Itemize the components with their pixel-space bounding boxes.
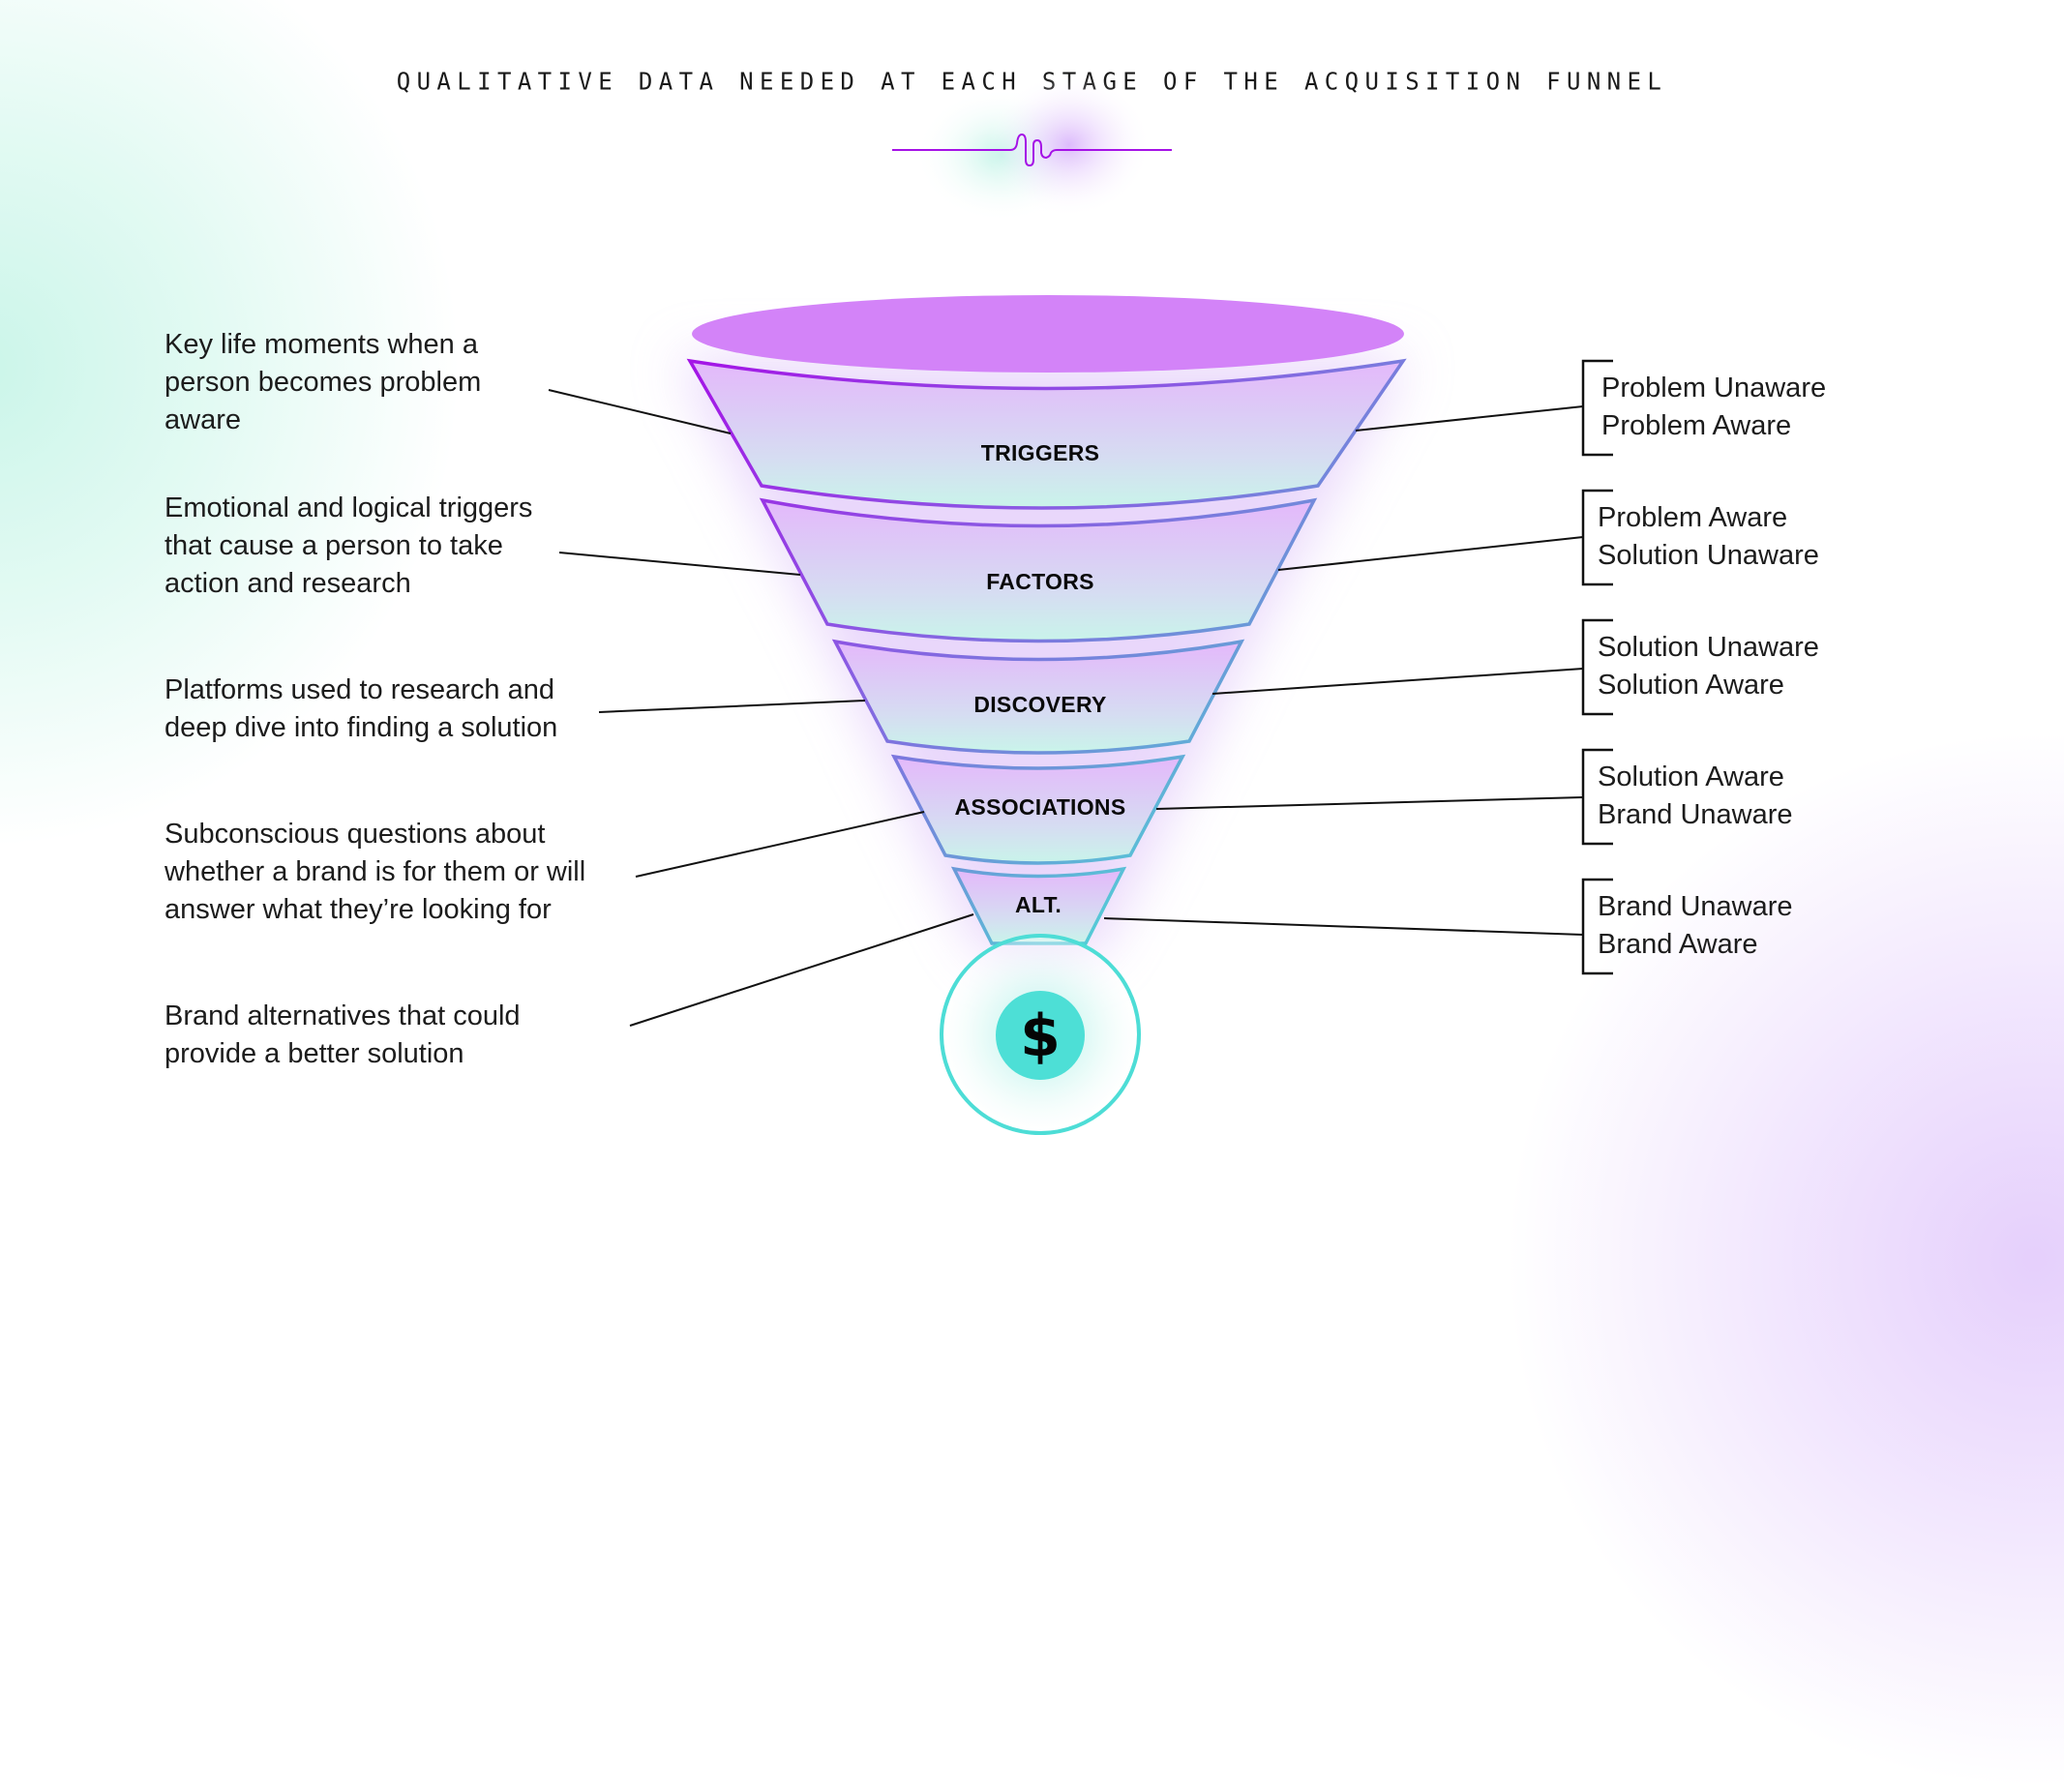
funnel-diagram: TRIGGERS FACTORS DISCOVERY ASSOCIATIONS … [548,73,1613,1135]
stage-label-associations: ASSOCIATIONS [955,794,1126,820]
awareness-from: Solution Unaware [1598,632,1819,663]
connector-left-discovery [598,700,866,713]
awareness-to: Problem Aware [1601,410,1792,441]
connector-right-alt [1103,917,1584,936]
description-triggers: Key life moments when a person becomes p… [165,329,482,435]
awareness-discovery: Solution Unaware Solution Aware [1598,629,1888,704]
awareness-from: Solution Aware [1598,762,1784,792]
stage-label-discovery: DISCOVERY [973,692,1106,717]
connector-left-associations [635,811,925,878]
connector-right-factors [1277,536,1584,571]
squiggle-divider [892,133,1172,167]
awareness-to: Solution Aware [1598,670,1784,701]
awareness-to: Brand Unaware [1598,799,1793,830]
awareness-to: Brand Aware [1598,929,1758,960]
outcome-coin[interactable] [996,991,1085,1080]
awareness-from: Brand Unaware [1598,891,1793,922]
bracket-factors [1581,489,1613,586]
bracket-alt [1581,878,1613,975]
awareness-to: Solution Unaware [1598,540,1819,571]
bracket-triggers [1581,359,1613,457]
awareness-from: Problem Aware [1598,502,1788,533]
connector-left-triggers [548,389,732,434]
dollar-icon: $ [1020,1002,1061,1070]
stage-label-factors: FACTORS [986,569,1094,594]
awareness-factors: Problem Aware Solution Unaware [1598,499,1888,575]
awareness-alt: Brand Unaware Brand Aware [1598,888,1888,964]
stage-label-alt: ALT. [1015,892,1062,917]
bracket-discovery [1581,618,1613,716]
funnel-segment-factors[interactable] [759,497,1318,643]
awareness-triggers: Problem Unaware Problem Aware [1601,370,1892,445]
connector-right-associations [1155,796,1584,810]
stage-label-triggers: TRIGGERS [981,440,1100,465]
funnel-segment-associations[interactable] [890,754,1186,865]
connector-right-triggers [1355,405,1584,432]
squiggle-glow-purple [987,73,1152,218]
bracket-associations [1581,748,1613,846]
awareness-from: Problem Unaware [1601,373,1827,403]
awareness-associations: Solution Aware Brand Unaware [1598,759,1888,834]
description-discovery: Platforms used to research and deep dive… [165,674,558,743]
description-alt: Brand alternatives that could provide a … [165,1001,521,1069]
funnel-segment-discovery[interactable] [831,639,1245,755]
funnel-opening [692,295,1404,373]
funnel-segment-alt[interactable] [950,866,1127,945]
description-associations: Subconscious questions about whether a b… [165,819,586,925]
funnel-segment-triggers[interactable] [686,358,1407,510]
connector-left-alt [629,913,974,1027]
connector-left-factors [558,552,801,576]
connector-right-discovery [1211,668,1584,695]
description-factors: Emotional and logical triggers that caus… [165,493,533,599]
